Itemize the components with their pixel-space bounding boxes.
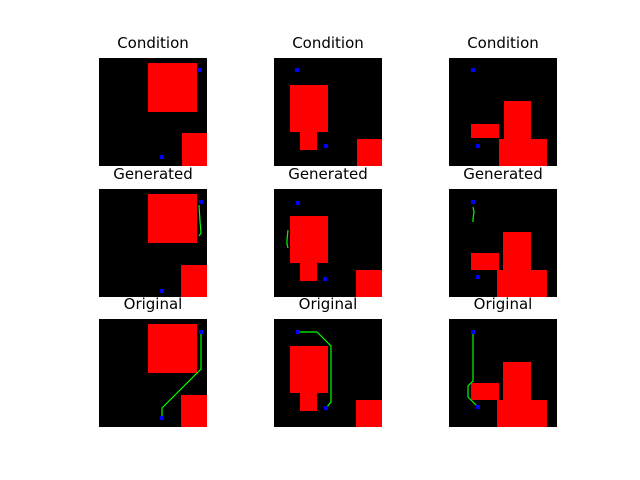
condition-1-point-1 — [198, 68, 202, 72]
generated-2-point-1 — [296, 201, 300, 205]
condition-2-title: Condition — [292, 34, 364, 52]
original-3-obstacle-3 — [497, 400, 547, 427]
generated-1-path-1 — [198, 204, 202, 237]
original-1-point-2 — [160, 416, 164, 420]
generated-3-point-1 — [471, 200, 475, 204]
original-1-point-1 — [199, 330, 203, 334]
generated-1-panel — [99, 189, 207, 297]
generated-3-obstacle-3 — [497, 270, 547, 297]
generated-2-point-2 — [323, 277, 327, 281]
original-1-obstacle-2 — [181, 395, 207, 427]
original-1-canvas — [148, 324, 207, 427]
generated-2-panel — [274, 189, 382, 297]
generated-2-obstacle-2 — [300, 263, 317, 281]
generated-3-canvas — [471, 200, 547, 297]
condition-2-canvas — [290, 68, 382, 166]
condition-1-panel — [99, 58, 207, 166]
condition-2-point-1 — [295, 68, 299, 72]
generated-1-title: Generated — [113, 165, 193, 183]
generated-3-path-1 — [472, 206, 475, 222]
original-3-canvas — [467, 330, 547, 427]
generated-2-canvas — [286, 201, 382, 297]
condition-3-panel — [449, 58, 557, 166]
condition-2-obstacle-3 — [357, 139, 382, 166]
condition-3-canvas — [471, 68, 547, 166]
original-1-obstacle-1 — [148, 324, 197, 373]
generated-2-obstacle-3 — [356, 270, 382, 297]
original-2-obstacle-1 — [290, 346, 328, 393]
condition-3-obstacle-3 — [499, 139, 547, 166]
generated-1-canvas — [148, 194, 207, 297]
original-3-panel — [449, 319, 557, 427]
original-2-panel — [274, 319, 382, 427]
original-2-path-1 — [298, 331, 332, 409]
generated-3-panel — [449, 189, 557, 297]
condition-2-obstacle-2 — [300, 132, 317, 150]
generated-1-point-2 — [160, 289, 164, 293]
original-3-title: Original — [473, 295, 533, 313]
condition-3-title: Condition — [467, 34, 539, 52]
original-2-point-2 — [324, 406, 328, 410]
generated-3-point-2 — [476, 275, 480, 279]
original-2-obstacle-2 — [300, 393, 317, 411]
original-3-obstacle-1 — [471, 383, 499, 400]
original-1-path-1 — [161, 332, 202, 418]
generated-1-obstacle-1 — [148, 194, 197, 243]
generated-1-obstacle-2 — [181, 265, 207, 297]
condition-1-point-2 — [160, 155, 164, 159]
condition-2-panel — [274, 58, 382, 166]
condition-3-obstacle-1 — [471, 124, 499, 138]
condition-2-point-2 — [324, 144, 328, 148]
original-3-path-1 — [467, 332, 479, 408]
condition-3-point-2 — [476, 144, 480, 148]
original-2-point-1 — [296, 330, 300, 334]
generated-2-title: Generated — [288, 165, 368, 183]
generated-2-obstacle-1 — [290, 216, 328, 263]
condition-2-obstacle-1 — [290, 85, 328, 132]
condition-1-title: Condition — [117, 34, 189, 52]
original-1-panel — [99, 319, 207, 427]
condition-1-obstacle-2 — [182, 133, 207, 166]
generated-2-path-1 — [286, 229, 289, 249]
condition-3-point-1 — [471, 68, 475, 72]
original-2-obstacle-3 — [356, 400, 382, 427]
condition-1-obstacle-1 — [148, 63, 197, 112]
original-2-canvas — [290, 330, 382, 427]
generated-1-point-1 — [199, 200, 203, 204]
original-3-point-2 — [476, 405, 480, 409]
original-3-point-1 — [471, 330, 475, 334]
condition-1-canvas — [148, 63, 207, 166]
generated-3-title: Generated — [463, 165, 543, 183]
generated-3-obstacle-1 — [471, 253, 499, 270]
original-1-title: Original — [123, 295, 183, 313]
original-2-title: Original — [298, 295, 358, 313]
